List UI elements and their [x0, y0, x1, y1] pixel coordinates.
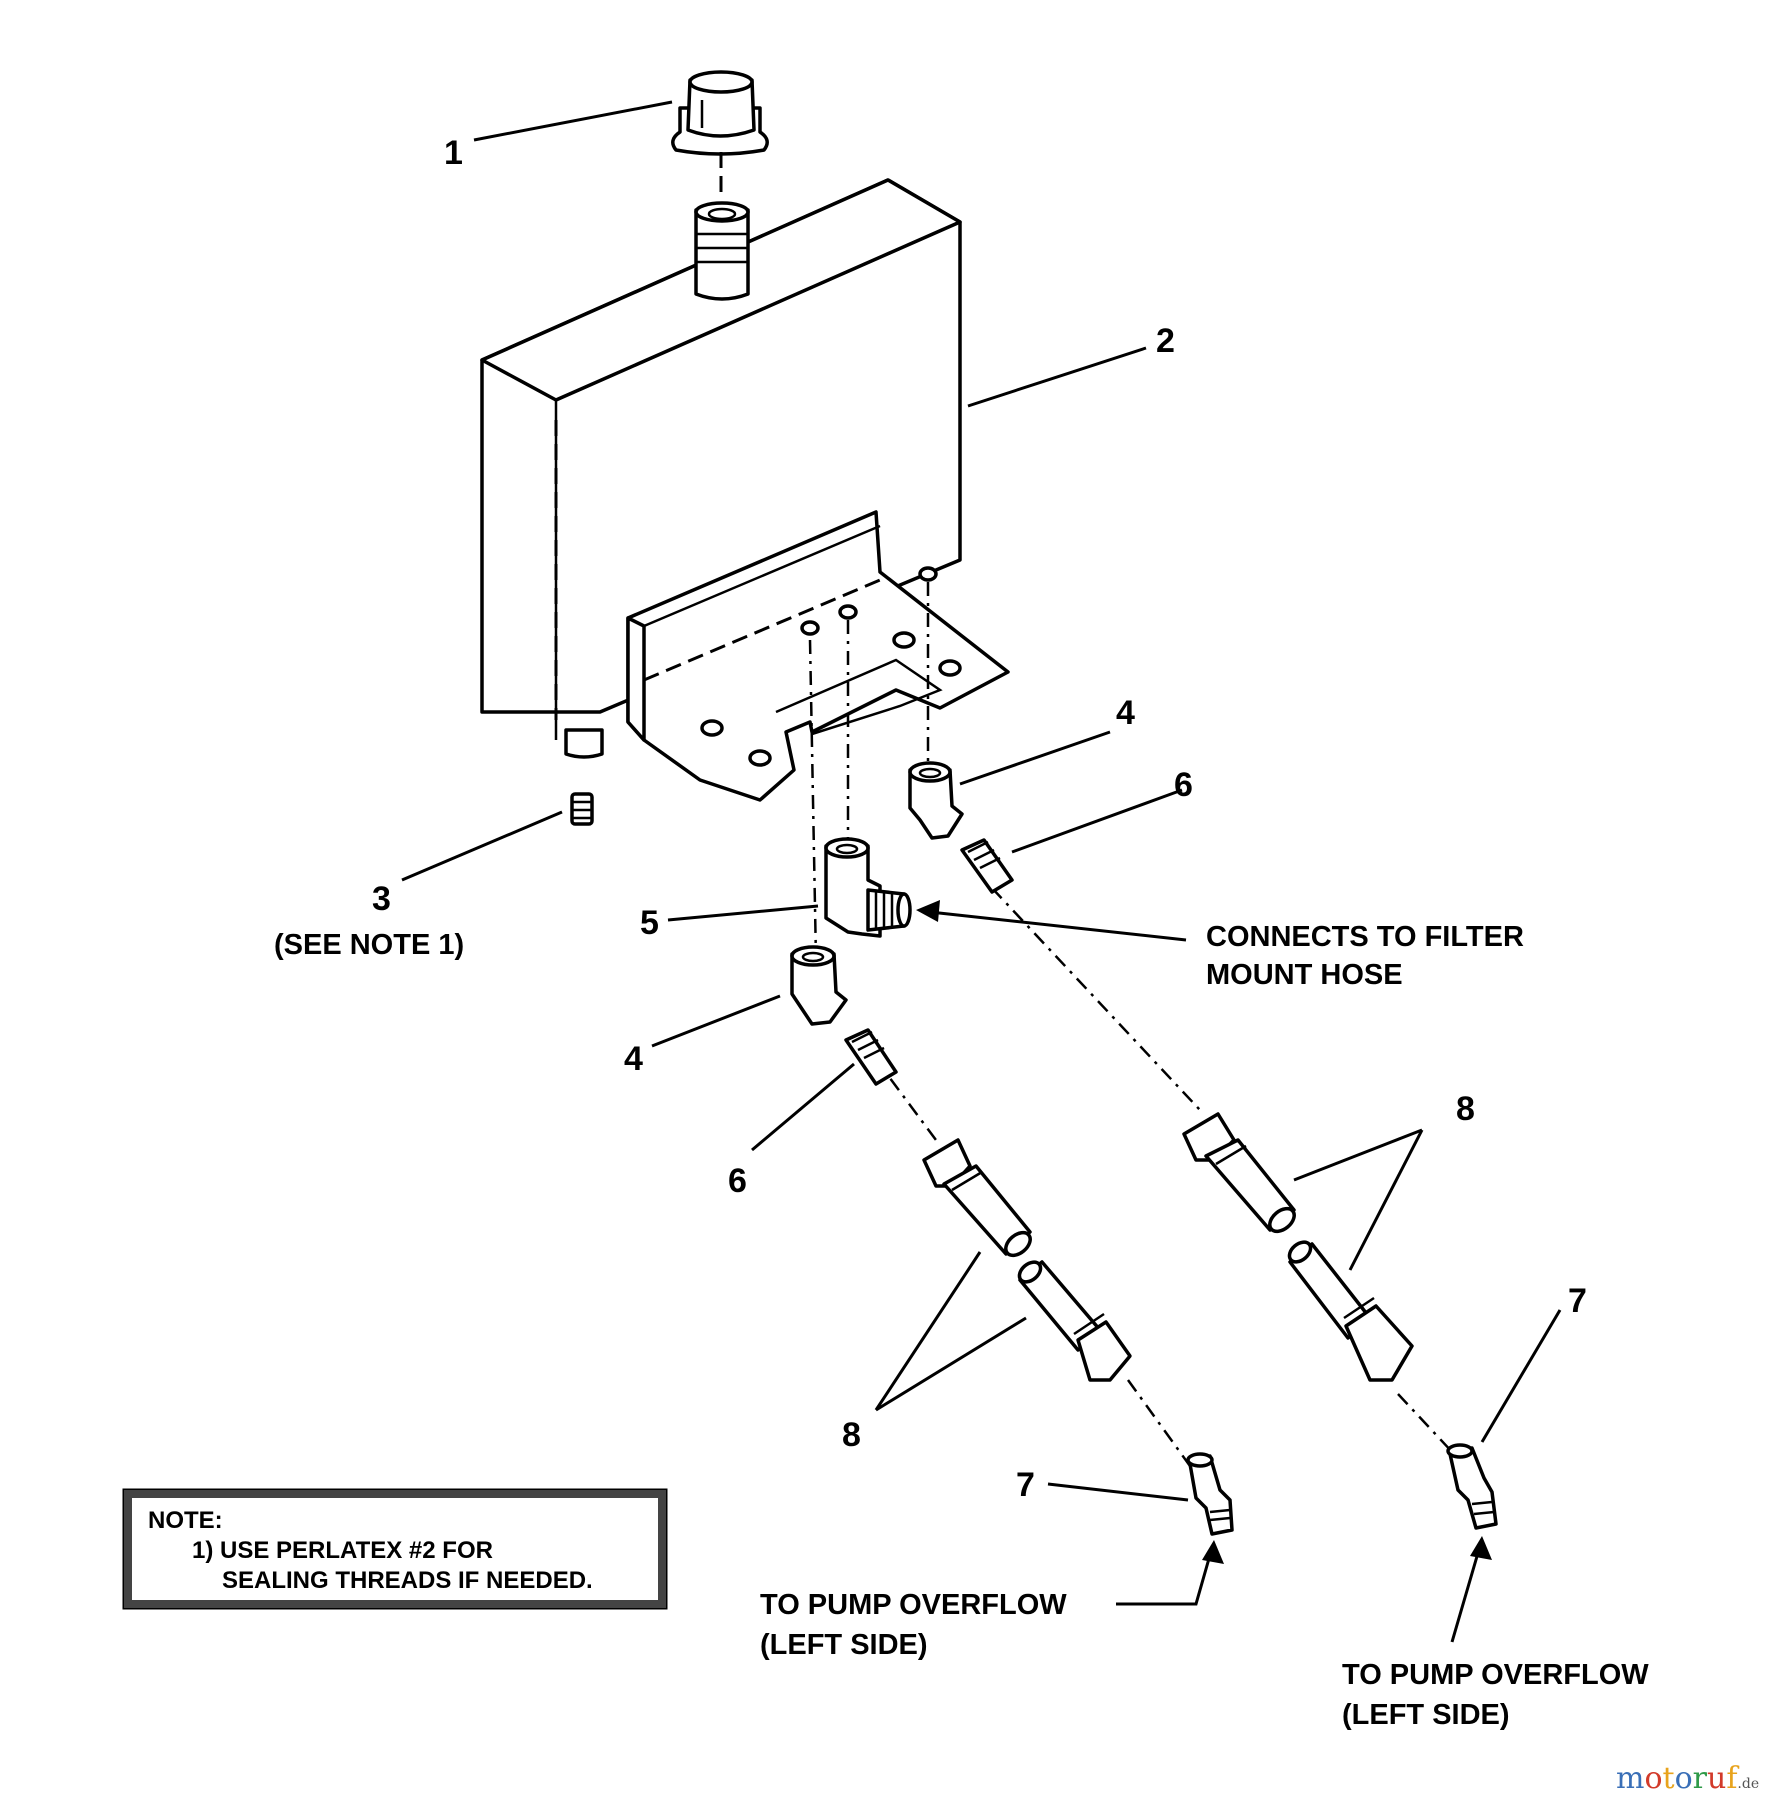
callout-8-right: 8	[1456, 1090, 1475, 1128]
pump-overflow-left-line1: TO PUMP OVERFLOW	[760, 1589, 1067, 1621]
note-heading: NOTE:	[148, 1507, 223, 1534]
pump-overflow-right-line2: (LEFT SIDE)	[1342, 1699, 1510, 1731]
filler-cap	[671, 70, 769, 156]
callout-5: 5	[640, 904, 659, 942]
mounting-bracket	[626, 510, 1010, 802]
connects-label-line1: CONNECTS TO FILTER	[1206, 921, 1524, 953]
callout-8-left: 8	[842, 1416, 861, 1454]
elbow-fitting-lower	[790, 945, 848, 1026]
nipple-fitting-upper	[960, 838, 1014, 894]
elbow-45-right	[1446, 1443, 1498, 1530]
connects-label-line2: MOUNT HOSE	[1206, 959, 1403, 991]
svg-text:motoruf.de: motoruf.de	[1616, 1761, 1759, 1796]
elbow-45-left	[1186, 1452, 1234, 1536]
pump-overflow-right-line1: TO PUMP OVERFLOW	[1342, 1659, 1649, 1691]
note-box: NOTE: 1) USE PERLATEX #2 FOR SEALING THR…	[122, 1488, 668, 1610]
callout-1: 1	[444, 134, 463, 172]
leader-lines	[401, 100, 1562, 1643]
drain-plug	[570, 792, 594, 826]
note-line-1: 1) USE PERLATEX #2 FOR	[192, 1537, 493, 1564]
quick-coupler-female-right	[1287, 1240, 1414, 1382]
quick-coupler-male-right	[1182, 1112, 1296, 1234]
callout-4-upper: 4	[1116, 694, 1135, 732]
callout-2: 2	[1156, 322, 1175, 360]
callout-7-right: 7	[1568, 1282, 1587, 1320]
note-line-2: SEALING THREADS IF NEEDED.	[222, 1567, 593, 1594]
see-note-label: (SEE NOTE 1)	[274, 929, 464, 961]
quick-coupler-male-left	[922, 1138, 1032, 1258]
callout-7-left: 7	[1016, 1466, 1035, 1504]
watermark-logo: motoruf.de	[1616, 1761, 1759, 1796]
callout-6-lower: 6	[728, 1162, 747, 1200]
elbow-fitting-upper	[908, 761, 964, 840]
pump-overflow-left-line2: (LEFT SIDE)	[760, 1629, 928, 1661]
callout-3: 3	[372, 880, 391, 918]
nipple-fitting-lower	[844, 1028, 898, 1086]
callout-6-upper: 6	[1174, 766, 1193, 804]
tee-fitting	[824, 837, 912, 938]
callout-4-lower: 4	[624, 1040, 643, 1078]
quick-coupler-female-left	[1017, 1260, 1132, 1382]
